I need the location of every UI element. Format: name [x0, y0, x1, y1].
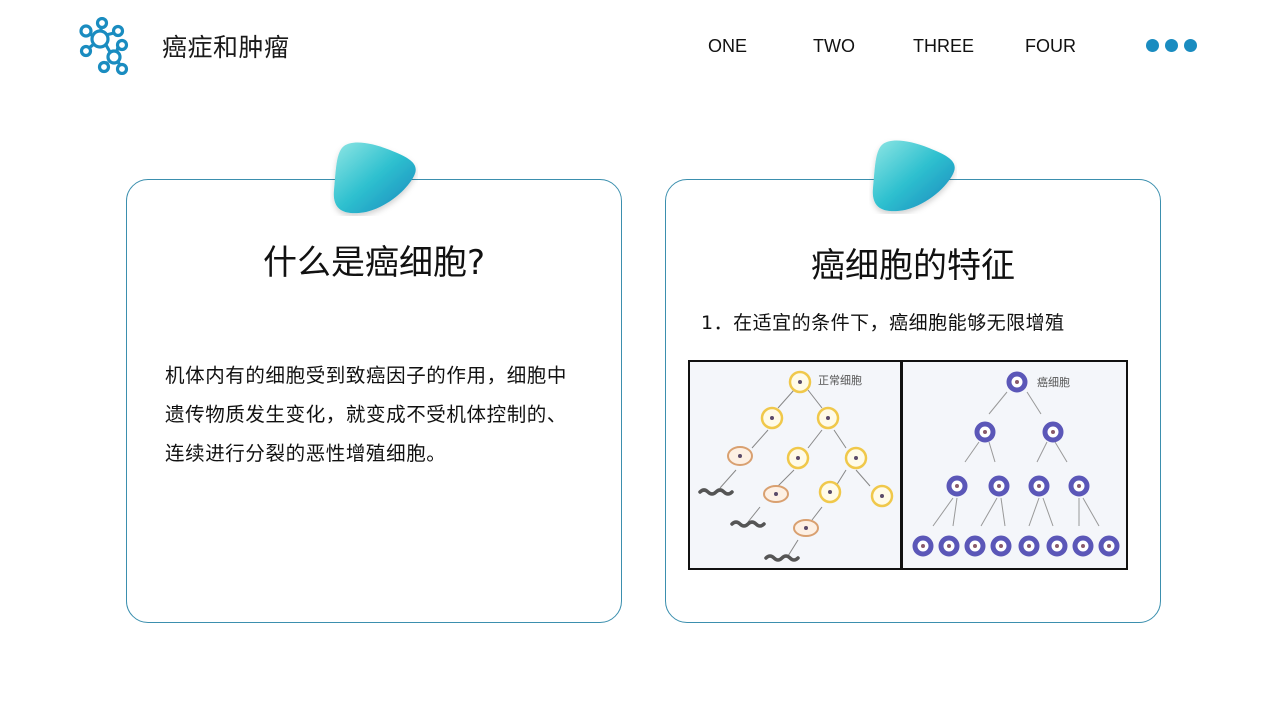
app-title: 癌症和肿瘤: [162, 33, 290, 62]
card-title: 什么是癌细胞?: [262, 243, 486, 283]
card-body-text: 机体内有的细胞受到致癌因子的作用，细胞中遗传物质发生变化，就变成不受机体控制的、…: [165, 364, 568, 465]
normal-cell-label: 正常细胞: [818, 374, 862, 387]
decorative-blob-icon: [872, 140, 955, 212]
card-what-is-cancer-cell: 什么是癌细胞? 机体内有的细胞受到致癌因子的作用，细胞中遗传物质发生变化，就变成…: [126, 179, 622, 623]
nav-item-three[interactable]: THREE: [913, 36, 975, 56]
molecule-network-icon: [79, 17, 129, 75]
dot: [1146, 39, 1159, 52]
nav-item-four[interactable]: FOUR: [1025, 36, 1076, 56]
normal-cell-diagram: 正常细胞: [690, 362, 903, 568]
cancer-cell-diagram: 癌细胞: [903, 362, 1126, 568]
card-cancer-cell-features: 癌细胞的特征 1．在适宜的条件下，癌细胞能够无限增殖: [665, 179, 1161, 623]
cell-division-figure: 正常细胞: [688, 360, 1128, 570]
dot: [1184, 39, 1197, 52]
three-dots-icon[interactable]: [1146, 39, 1197, 52]
nav-item-one[interactable]: ONE: [708, 36, 748, 56]
nav-item-two[interactable]: TWO: [813, 36, 855, 56]
card-title: 癌细胞的特征: [811, 246, 1015, 286]
dot: [1165, 39, 1178, 52]
cancer-cell-label: 癌细胞: [1037, 376, 1070, 389]
feature-point-1: 1．在适宜的条件下，癌细胞能够无限增殖: [701, 312, 1065, 334]
decorative-blob-icon: [333, 142, 416, 214]
